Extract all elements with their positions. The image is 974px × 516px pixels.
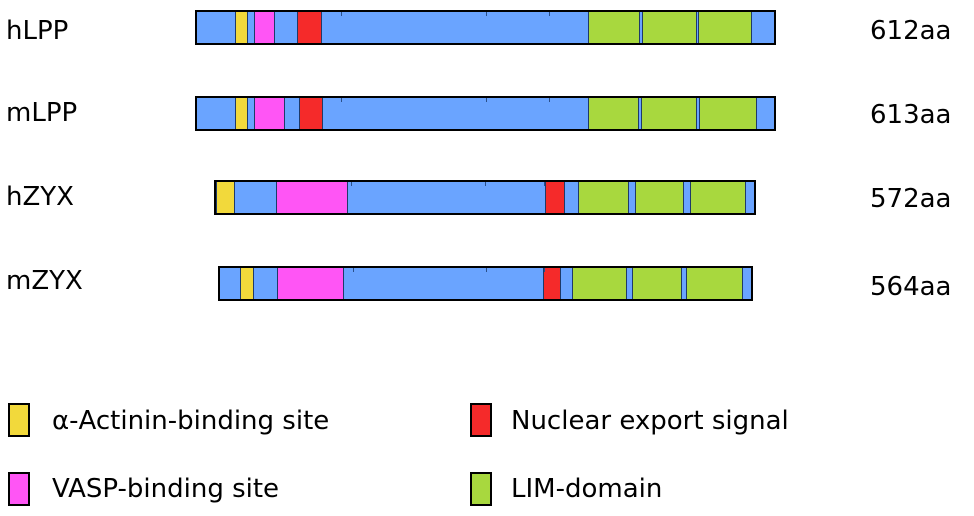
lim-domain-segment: [572, 268, 628, 299]
bar-tick: [548, 12, 550, 16]
bar-tick: [485, 12, 487, 16]
bar-tick: [485, 268, 487, 272]
bar-tick: [341, 98, 343, 102]
bar-tick: [341, 12, 343, 16]
protein-length: 564aa: [870, 272, 952, 302]
protein-name: hZYX: [6, 182, 74, 212]
lim-domain-segment: [635, 182, 684, 213]
lim-domain-segment: [698, 12, 753, 43]
bar-tick: [544, 182, 546, 186]
legend-label: α-Actinin-binding site: [52, 406, 330, 436]
actinin-domain-segment: [235, 12, 248, 43]
domain-bar: [218, 266, 753, 301]
vasp-domain-segment: [253, 12, 276, 43]
legend-swatch-lim: [470, 472, 492, 506]
bar-tick: [350, 182, 352, 186]
legend-label: VASP-binding site: [52, 474, 280, 504]
legend-swatch-nes: [470, 403, 492, 437]
protein-name: mZYX: [6, 266, 83, 296]
lim-domain-segment: [577, 182, 629, 213]
lim-domain-segment: [698, 98, 758, 129]
protein-name: hLPP: [6, 16, 69, 46]
protein-length: 572aa: [870, 184, 952, 214]
bar-tick: [485, 182, 486, 186]
lim-domain-segment: [641, 12, 697, 43]
vasp-domain-segment: [253, 98, 285, 129]
lim-domain-segment: [588, 98, 639, 129]
nes-domain-segment: [542, 268, 562, 299]
domain-bar: [214, 180, 756, 215]
legend-swatch-vasp: [8, 472, 30, 506]
vasp-domain-segment: [276, 268, 344, 299]
lim-domain-segment: [685, 268, 744, 299]
lim-domain-segment: [689, 182, 746, 213]
bar-tick: [352, 268, 354, 272]
bar-tick: [485, 98, 487, 102]
bar-tick: [543, 268, 545, 272]
actinin-domain-segment: [239, 268, 254, 299]
lim-domain-segment: [641, 98, 697, 129]
protein-length: 613aa: [870, 100, 952, 130]
bar-tick: [548, 98, 550, 102]
actinin-domain-segment: [234, 98, 248, 129]
nes-domain-segment: [297, 12, 323, 43]
legend-label: LIM-domain: [511, 474, 663, 504]
protein-name: mLPP: [6, 98, 78, 128]
lim-domain-segment: [631, 268, 682, 299]
legend-swatch-actinin: [8, 403, 30, 437]
lim-domain-segment: [587, 12, 641, 43]
vasp-domain-segment: [276, 182, 348, 213]
protein-length: 612aa: [870, 16, 952, 46]
domain-bar: [195, 96, 776, 131]
actinin-domain-segment: [216, 182, 235, 213]
nes-domain-segment: [298, 98, 324, 129]
legend-label: Nuclear export signal: [511, 406, 789, 436]
nes-domain-segment: [545, 182, 565, 213]
domain-bar: [195, 10, 776, 45]
